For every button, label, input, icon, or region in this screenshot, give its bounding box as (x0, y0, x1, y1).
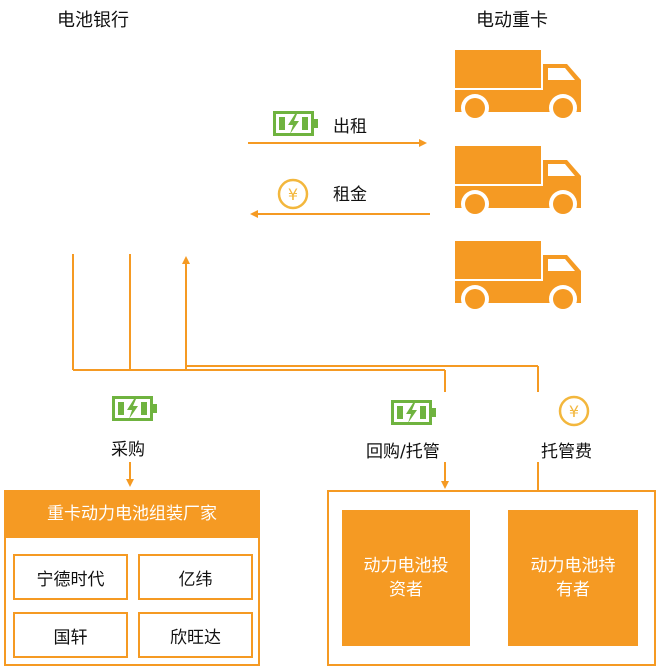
rent-out-label: 出租 (333, 117, 367, 137)
manufacturer-item: 欣旺达 (138, 612, 253, 658)
purchase-label: 采购 (111, 440, 145, 460)
rent-fee-label: 租金 (333, 185, 367, 205)
electric-truck-title: 电动重卡 (476, 10, 548, 31)
manufacturer-item: 国轩 (13, 612, 128, 658)
battery-investor-box: 动力电池投资者 (342, 510, 470, 646)
manufacturer-header: 重卡动力电池组装厂家 (4, 490, 260, 538)
manufacturer-item: 宁德时代 (13, 554, 128, 600)
battery-bank-title: 电池银行 (57, 10, 129, 31)
battery-holder-box: 动力电池持有者 (508, 510, 638, 646)
buyback-label: 回购/托管 (366, 442, 440, 462)
manufacturer-item: 亿纬 (138, 554, 253, 600)
custody-fee-label: 托管费 (541, 442, 592, 462)
